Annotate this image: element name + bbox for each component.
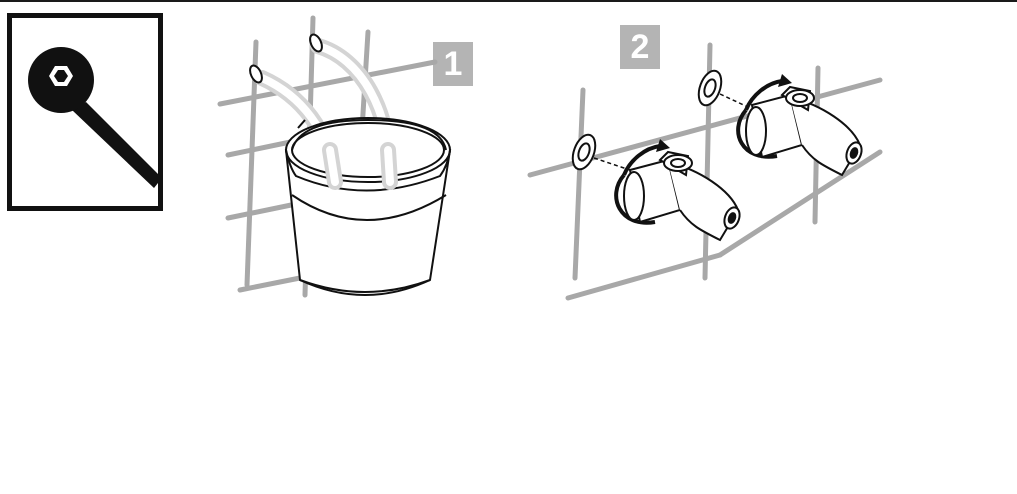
step-2-badge: 2	[620, 25, 660, 69]
tile-grid-line	[565, 252, 723, 301]
tile-grid-line	[237, 275, 303, 293]
rotation-arrow-right	[736, 108, 778, 159]
top-rule	[0, 0, 1017, 2]
wrench-icon	[24, 30, 158, 188]
tile-grid-line	[217, 59, 438, 107]
pipe-outlet-left	[249, 64, 263, 84]
tile-grid-line	[572, 87, 586, 281]
step-1-badge: 1	[433, 42, 473, 86]
pipe-outlet-right	[309, 33, 323, 53]
tile-grid-line	[244, 39, 259, 288]
bucket	[284, 117, 452, 296]
rotation-arrow-left	[614, 173, 656, 225]
tile-grid-line	[225, 201, 299, 221]
tile-grid-line	[717, 149, 883, 258]
angle-valve-right	[745, 85, 863, 177]
tool-box	[7, 13, 163, 211]
angle-valve-left	[623, 150, 741, 242]
